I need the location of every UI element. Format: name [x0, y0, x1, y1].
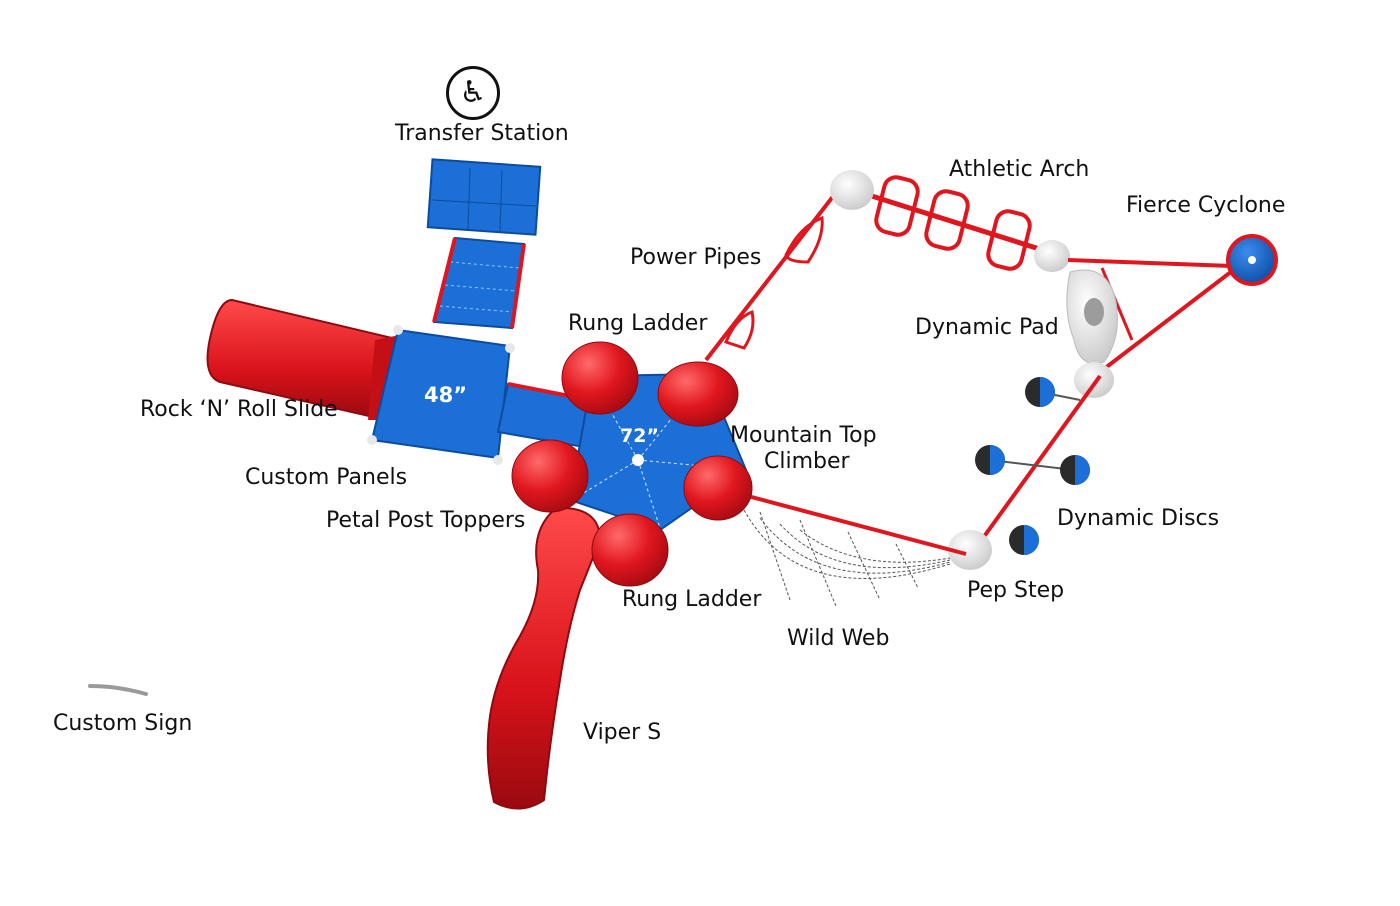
label-fierce-cyclone: Fierce Cyclone	[1126, 193, 1286, 218]
label-petal-post-toppers: Petal Post Toppers	[326, 508, 526, 533]
dynamic-discs-shape	[975, 377, 1090, 555]
deck-48-platform	[367, 325, 515, 465]
wheelchair-icon: ♿	[446, 66, 500, 120]
label-dynamic-pad: Dynamic Pad	[915, 315, 1059, 340]
transfer-station-steps	[426, 158, 542, 330]
label-mountain-top-climber-1: Mountain Top	[730, 423, 877, 448]
pep-step-shape	[948, 530, 992, 570]
wild-web-shape	[739, 492, 967, 607]
label-power-pipes: Power Pipes	[630, 245, 762, 270]
label-mountain-top-climber-2: Climber	[764, 449, 850, 474]
label-transfer-station: Transfer Station	[395, 121, 569, 146]
rock-n-roll-slide-shape	[206, 298, 394, 420]
dynamic-pad-shape	[1066, 269, 1118, 398]
label-rung-ladder-bottom: Rung Ladder	[622, 587, 762, 612]
label-viper-s: Viper S	[583, 720, 662, 745]
label-dynamic-discs: Dynamic Discs	[1057, 506, 1220, 531]
petal-post-toppers	[511, 341, 753, 587]
deck-48-label: 48”	[424, 383, 468, 407]
custom-sign-shape	[88, 684, 148, 696]
athletic-arch-shape	[830, 170, 1070, 272]
label-wild-web: Wild Web	[787, 626, 890, 651]
label-rock-n-roll-slide: Rock ‘N’ Roll Slide	[140, 397, 338, 422]
viper-s-slide-shape	[486, 506, 602, 810]
label-rung-ladder-top: Rung Ladder	[568, 311, 708, 336]
deck-72-label: 72”	[620, 425, 659, 447]
label-athletic-arch: Athletic Arch	[949, 157, 1090, 182]
label-custom-sign: Custom Sign	[53, 711, 193, 736]
label-custom-panels: Custom Panels	[245, 465, 408, 490]
label-pep-step: Pep Step	[967, 578, 1065, 603]
power-pipes-shape	[704, 188, 840, 362]
